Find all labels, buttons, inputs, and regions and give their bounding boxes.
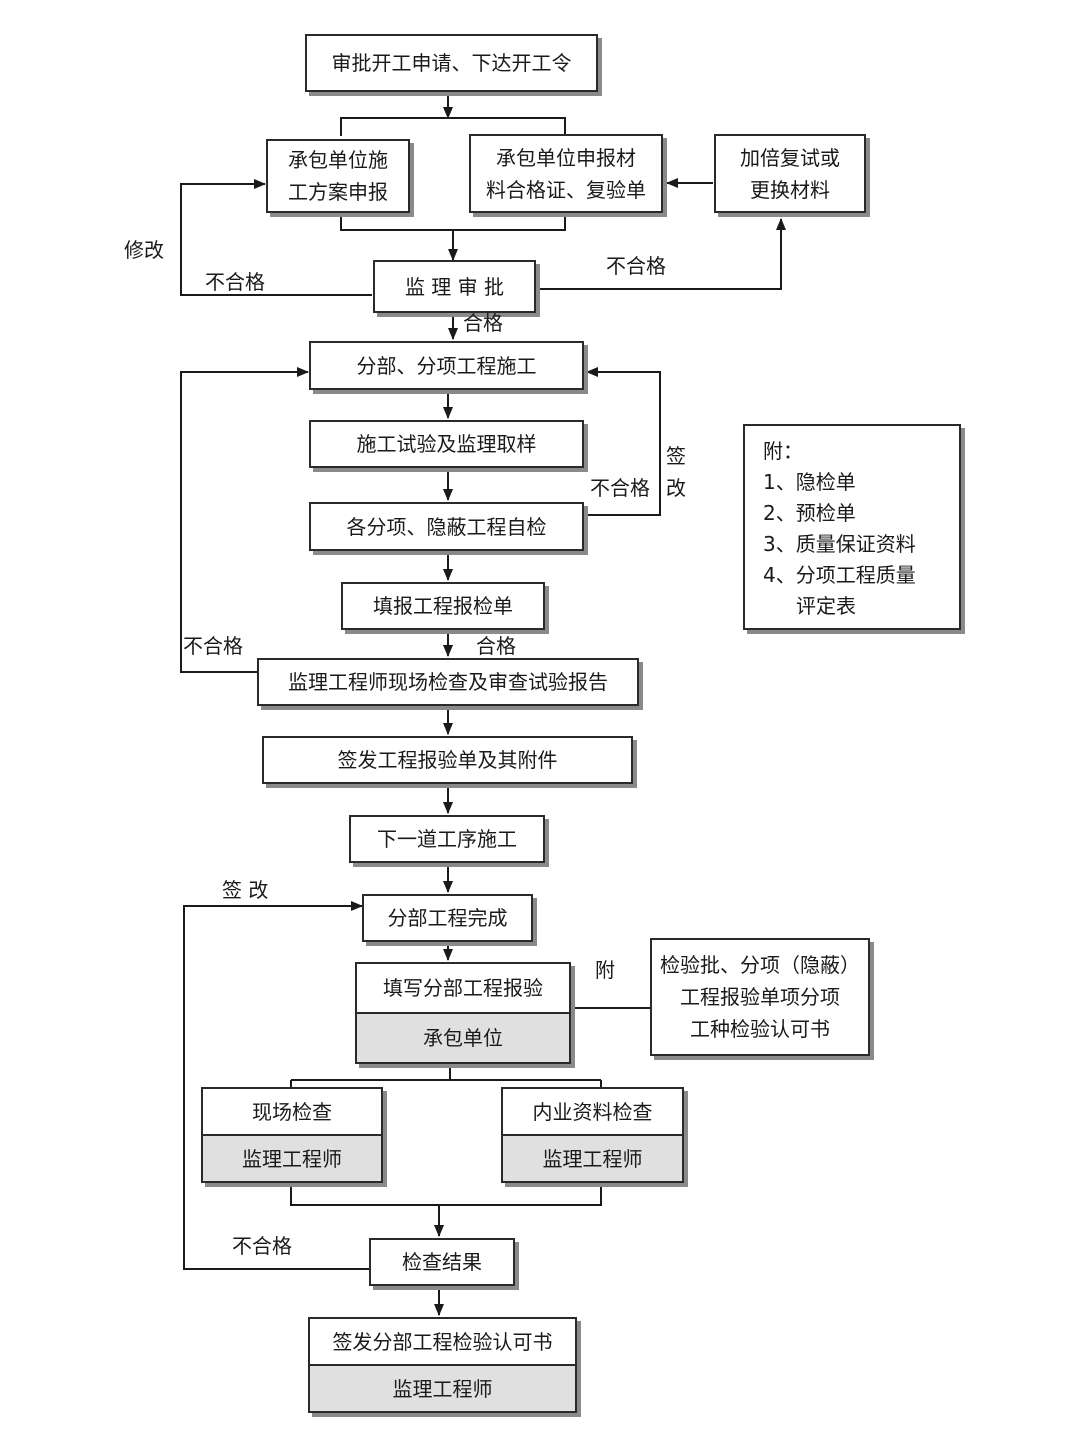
issue-certificate-label: 签发分部工程检验认可书: [332, 1329, 553, 1354]
material-submit-box: 承包单位申报材 料合格证、复验单: [469, 134, 663, 213]
site-check-role: 监理工程师: [203, 1134, 381, 1181]
certificate-role: 监理工程师: [310, 1364, 575, 1411]
note-title: 附：: [763, 439, 803, 463]
label-modify: 修改: [124, 238, 164, 262]
document-check-label: 内业资料检查: [532, 1099, 653, 1124]
site-check-label: 现场检查: [252, 1099, 332, 1124]
label-fail-left: 不合格: [205, 270, 265, 294]
next-process-box: 下一道工序施工: [349, 815, 545, 863]
bracket-bottom: [340, 213, 566, 231]
label-pass-2: 合格: [476, 634, 516, 658]
attachment-line3: 工种检验认可书: [690, 1017, 830, 1041]
self-inspection-text: 各分项、隐蔽工程自检: [346, 514, 547, 539]
retest-replace-line2: 更换材料: [750, 177, 830, 202]
material-submit-line2: 料合格证、复验单: [486, 177, 646, 202]
note-item-1: 1、隐检单: [763, 470, 856, 494]
attachment-box: 检验批、分项（隐蔽） 工程报验单项分项 工种检验认可书: [650, 938, 870, 1056]
label-sign-change-1-char1: 签: [666, 444, 686, 468]
label-pass-1: 合格: [463, 311, 503, 335]
next-process-text: 下一道工序施工: [377, 827, 517, 851]
check-result-box: 检查结果: [369, 1238, 515, 1286]
note-item-4-cont: 评定表: [796, 594, 856, 618]
merge-bracket: [290, 1183, 602, 1206]
bracket-top: [340, 117, 566, 136]
test-sampling-text: 施工试验及监理取样: [356, 432, 537, 456]
loop-sign-change-1: [584, 367, 661, 516]
issue-certificate-box: 签发分部工程检验认可书 监理工程师: [308, 1317, 577, 1413]
approve-start-text: 审批开工申请、下达开工令: [331, 51, 572, 75]
subproject-construction-text: 分部、分项工程施工: [356, 353, 537, 378]
note-item-3: 3、质量保证资料: [763, 532, 916, 556]
note-item-2: 2、预检单: [763, 501, 856, 525]
self-inspection-box: 各分项、隐蔽工程自检: [309, 502, 584, 551]
loop-fail-2: [180, 367, 309, 673]
label-fail-bottom: 不合格: [232, 1234, 292, 1258]
loop-modify: [180, 179, 372, 296]
approve-start-box: 审批开工申请、下达开工令: [305, 34, 598, 92]
loop-fail-bottom: [183, 901, 369, 1270]
label-sign-change-1-char2: 改: [666, 476, 686, 500]
material-submit-line1: 承包单位申报材: [496, 145, 636, 170]
label-fail-mid: 不合格: [590, 476, 650, 500]
retest-replace-box: 加倍复试或 更换材料: [714, 134, 866, 213]
label-sign-change-2: 签 改: [222, 878, 269, 902]
site-check-box: 现场检查 监理工程师: [201, 1087, 383, 1183]
loop-fail-right: [537, 218, 786, 290]
subproject-construction-box: 分部、分项工程施工: [309, 341, 584, 390]
supervision-approve-text: 监 理 审 批: [404, 274, 505, 299]
attachment-line2: 工程报验单项分项: [680, 985, 840, 1009]
engineer-site-check-box: 监理工程师现场检查及审查试验报告: [257, 658, 639, 706]
retest-replace-line1: 加倍复试或: [740, 145, 840, 170]
appendix-note: 附： 1、隐检单 2、预检单 3、质量保证资料 4、分项工程质量 评定表: [743, 424, 961, 630]
document-check-role: 监理工程师: [503, 1134, 682, 1181]
fill-report-text: 填报工程报检单: [373, 594, 513, 618]
label-fail-loop2: 不合格: [183, 634, 243, 658]
label-attach: 附: [595, 958, 615, 982]
check-result-text: 检查结果: [402, 1250, 482, 1274]
division-complete-box: 分部工程完成: [362, 894, 533, 942]
plan-submit-line1: 承包单位施: [288, 148, 388, 172]
fill-division-report-label: 填写分部工程报验: [383, 976, 543, 1000]
contractor-label: 承包单位: [357, 1012, 569, 1062]
document-check-box: 内业资料检查 监理工程师: [501, 1087, 684, 1183]
attachment-line1: 检验批、分项（隐蔽）: [660, 953, 860, 977]
note-item-4: 4、分项工程质量: [763, 563, 916, 587]
test-sampling-box: 施工试验及监理取样: [309, 420, 584, 468]
fill-division-report-box: 填写分部工程报验 承包单位: [355, 962, 571, 1064]
label-fail-right: 不合格: [606, 254, 666, 278]
fill-report-box: 填报工程报检单: [341, 582, 545, 630]
division-complete-text: 分部工程完成: [387, 906, 508, 930]
issue-report-text: 签发工程报验单及其附件: [337, 748, 558, 772]
plan-submit-line2: 工方案申报: [288, 180, 388, 204]
plan-submit-box: 承包单位施 工方案申报: [266, 139, 410, 213]
supervision-approve-box: 监 理 审 批: [373, 260, 536, 313]
engineer-site-check-text: 监理工程师现场检查及审查试验报告: [288, 670, 608, 694]
issue-report-box: 签发工程报验单及其附件: [262, 736, 633, 784]
label-sign-change-1: 签 改: [665, 440, 687, 504]
